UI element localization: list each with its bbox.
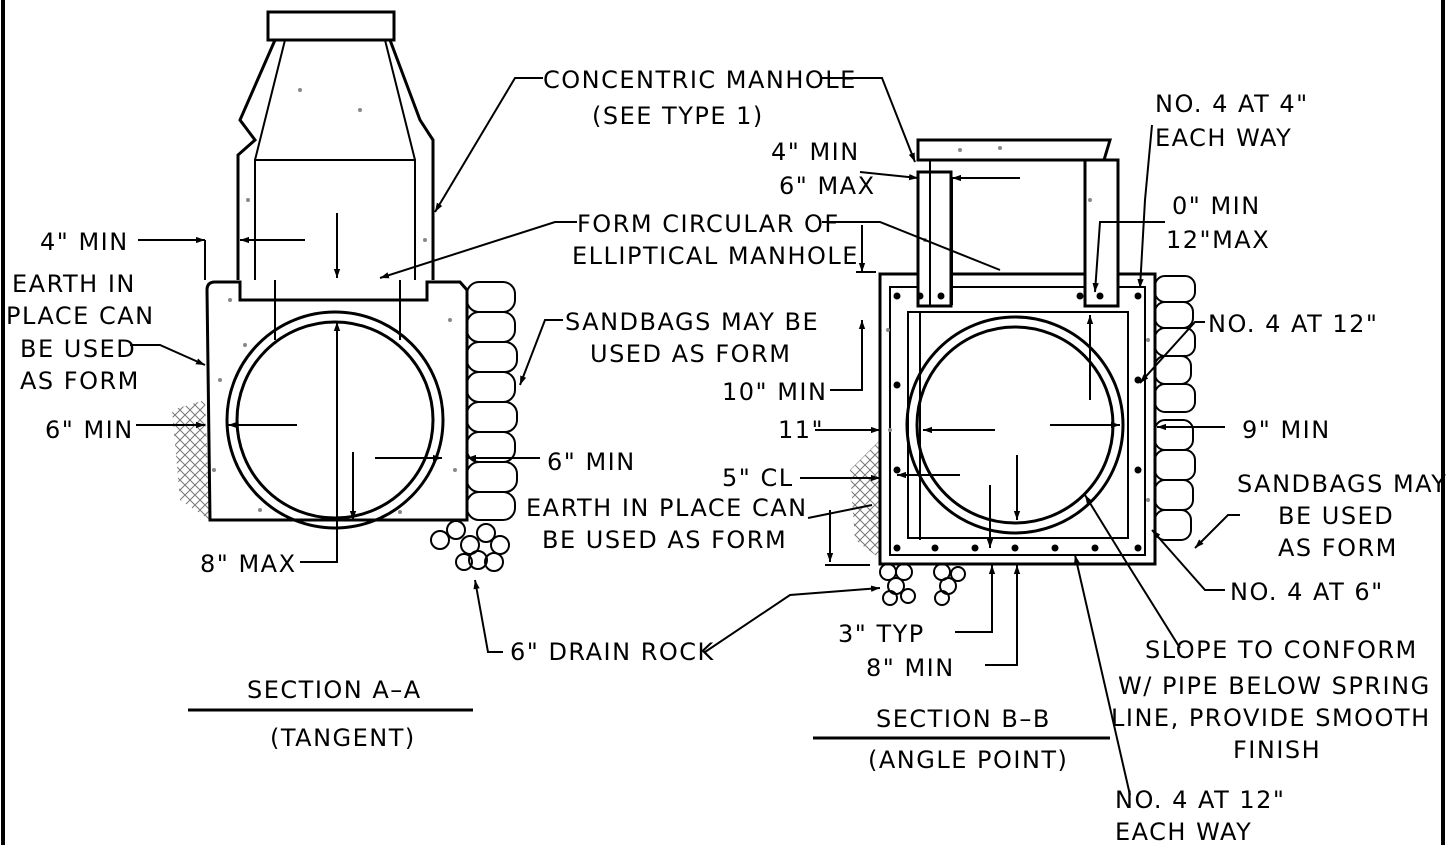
riser-right-b (1083, 158, 1120, 308)
earth-hatch-left (172, 400, 210, 520)
concentric-label-2: (SEE TYPE 1) (592, 102, 764, 130)
manhole-frame-a (266, 10, 396, 42)
top-slab-b (916, 138, 1113, 162)
b-slope-label-2: W/ PIPE BELOW SPRING (1118, 672, 1431, 700)
sandbags-label-1: SANDBAGS MAY BE (565, 308, 819, 336)
concrete-base-b (878, 272, 1157, 566)
b-six-max-label: 6" MAX (779, 172, 876, 200)
b-no4-12-label: NO. 4 AT 12" (1208, 310, 1378, 338)
section-b-annotations (704, 77, 1240, 796)
section-a-title: SECTION A–A (247, 676, 422, 704)
b-slope-label-4: FINISH (1233, 736, 1321, 764)
b-no4-12ew-label-1: NO. 4 AT 12" (1115, 786, 1285, 814)
b-no4-4-label-1: NO. 4 AT 4" (1155, 90, 1309, 118)
pipe-outer-a (225, 310, 445, 530)
earth-hatch-b (850, 440, 882, 560)
b-slope-label-3: LINE, PROVIDE SMOOTH (1111, 704, 1431, 732)
b-ten-min-label: 10" MIN (722, 378, 827, 406)
a-earth-label-4: AS FORM (20, 367, 140, 395)
earth-mid-label-2: BE USED AS FORM (542, 526, 787, 554)
section-b-subtitle: (ANGLE POINT) (868, 746, 1068, 774)
b-nine-min-label: 9" MIN (1242, 416, 1331, 444)
a-earth-label-3: BE USED (20, 335, 136, 363)
b-twelve-max-label: 12"MAX (1166, 226, 1270, 254)
pipe-outer-b (905, 315, 1125, 535)
b-five-cl-label: 5" CL (722, 464, 794, 492)
a-six-min-left-label: 6" MIN (45, 416, 134, 444)
earth-mid-label-1: EARTH IN PLACE CAN (526, 494, 808, 522)
drain-rock-b (879, 563, 966, 606)
b-sandbags-label-2: BE USED (1278, 502, 1394, 530)
a-earth-label-1: EARTH IN (12, 270, 136, 298)
sandbags-a (466, 281, 518, 521)
drain-rock-a (430, 520, 510, 572)
section-a-subtitle: (TANGENT) (270, 724, 416, 752)
section-b-geometry (850, 138, 1196, 606)
a-four-min-label: 4" MIN (40, 228, 129, 256)
b-slope-label-1: SLOPE TO CONFORM (1145, 636, 1418, 664)
a-six-min-right-label: 6" MIN (547, 448, 636, 476)
section-a-geometry (172, 10, 518, 572)
b-four-min-label: 4" MIN (771, 138, 860, 166)
a-earth-label-2: PLACE CAN (6, 302, 155, 330)
concentric-label-1: CONCENTRIC MANHOLE (543, 66, 857, 94)
form-label-2: ELLIPTICAL MANHOLE (572, 242, 859, 270)
b-eight-min-label: 8" MIN (866, 654, 955, 682)
form-label-1: FORM CIRCULAR OF (577, 210, 840, 238)
b-sandbags-label-1: SANDBAGS MAY (1237, 470, 1447, 498)
section-b-title: SECTION B–B (876, 705, 1051, 733)
section-a-annotations (130, 77, 577, 712)
b-zero-min-label: 0" MIN (1172, 192, 1261, 220)
sandbags-label-2: USED AS FORM (590, 340, 791, 368)
a-eight-max-label: 8" MAX (200, 550, 297, 578)
b-no4-4-label-2: EACH WAY (1155, 124, 1292, 152)
sandbags-b (1154, 275, 1196, 541)
b-no4-12ew-label-2: EACH WAY (1115, 818, 1252, 845)
riser-left-b (916, 170, 953, 308)
b-sandbags-label-3: AS FORM (1278, 534, 1398, 562)
b-eleven-label: 11" (778, 416, 824, 444)
b-three-typ-label: 3" TYP (838, 620, 925, 648)
a-drain-rock-label: 6" DRAIN ROCK (510, 638, 715, 666)
b-no4-6-label: NO. 4 AT 6" (1230, 578, 1384, 606)
